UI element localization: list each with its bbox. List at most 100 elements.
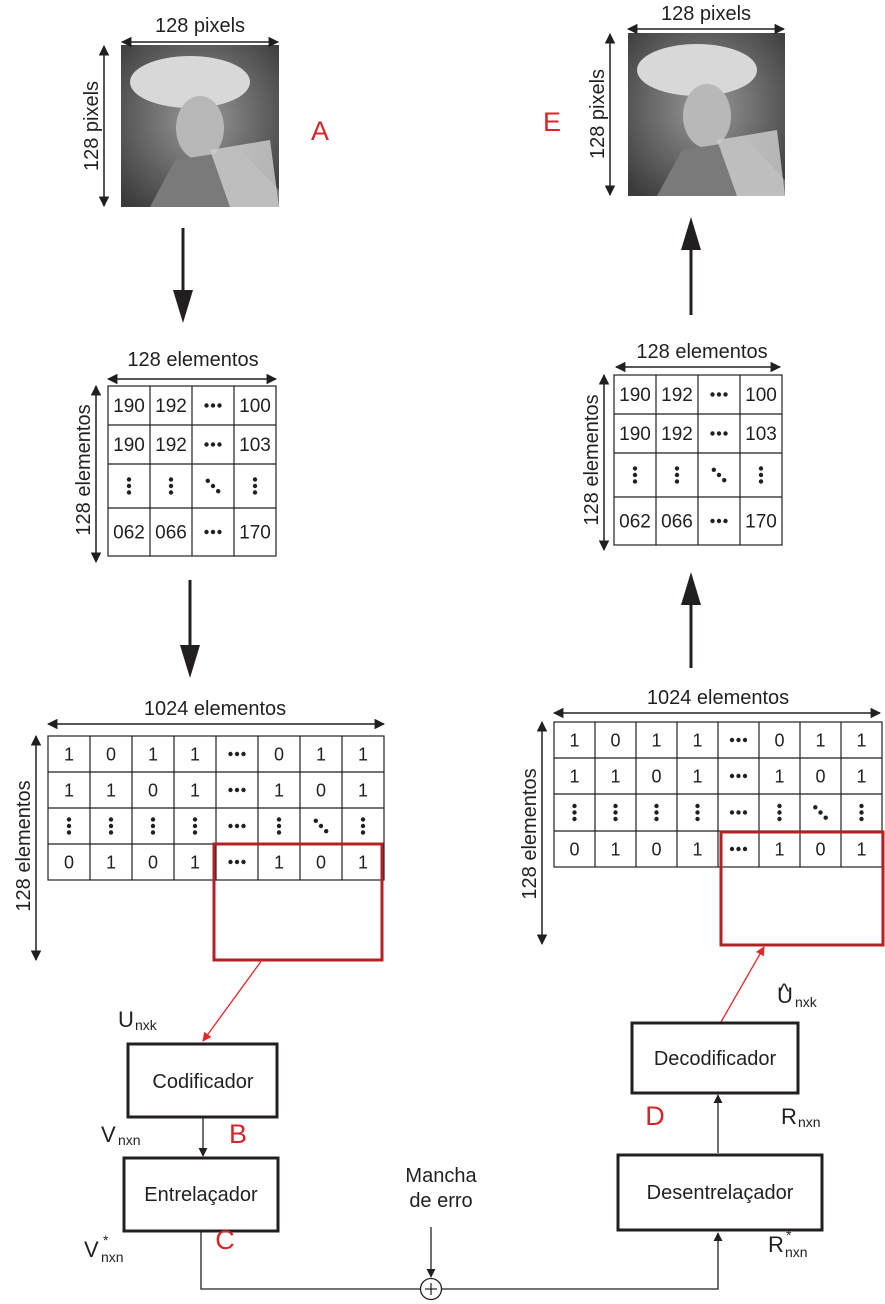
bit-left-cell-r3-c5: 1 — [274, 852, 284, 872]
red-arrow-left — [202, 959, 263, 1042]
channel-line-left — [200, 1231, 420, 1290]
svg-text:nxn: nxn — [798, 1114, 821, 1130]
bit-left-cell-r3-c4 — [228, 859, 246, 865]
pixel-left-cell-r2-c0 — [126, 477, 132, 495]
bit-right-cell-r3-c5: 1 — [774, 839, 784, 859]
label-c: C — [215, 1225, 235, 1255]
channel-line-right — [442, 1232, 723, 1290]
bit-right-cell-r0-c6: 1 — [815, 730, 825, 750]
pixel-right-cell-r2-c0 — [632, 466, 638, 484]
pixel-left-cell-r3-c2 — [204, 529, 222, 535]
svg-text:nxk: nxk — [135, 1017, 158, 1033]
bit-right-cell-r0-c5: 0 — [774, 730, 784, 750]
matrix-width-label-right: 128 elementos — [636, 341, 767, 363]
bit-right-cell-r1-c6: 0 — [815, 766, 825, 786]
bit-left-cell-r2-c1 — [108, 817, 114, 835]
bit-left-cell-r3-c7: 1 — [358, 852, 368, 872]
bit-left-cell-r2-c6 — [313, 818, 329, 834]
bit-left-cell-r1-c1: 1 — [106, 780, 116, 800]
bit-right-cell-r3-c1: 1 — [610, 839, 620, 859]
bit-left-cell-r3-c0: 0 — [64, 852, 74, 872]
pixel-left-cell-r1-c1: 192 — [155, 435, 187, 456]
bit-right-cell-r2-c6 — [813, 805, 828, 820]
symbol-r: R nxn — [781, 1104, 821, 1130]
bitmatrix-width-label-right: 1024 elementos — [647, 687, 789, 709]
bit-left-cell-r0-c1: 0 — [106, 744, 116, 764]
pixel-right-cell-r3-c0: 062 — [619, 512, 651, 533]
pixel-left-cell-r3-c0: 062 — [113, 523, 145, 544]
svg-text:nxn: nxn — [101, 1249, 124, 1265]
bit-left-cell-r1-c7: 1 — [358, 780, 368, 800]
pixel-right-cell-r0-c0: 190 — [619, 385, 651, 406]
bit-right-cell-r0-c3: 1 — [692, 730, 702, 750]
bit-right-cell-r3-c2: 0 — [651, 839, 661, 859]
highlight-box-left — [212, 842, 384, 962]
sum-node — [419, 1277, 443, 1301]
svg-text:nxn: nxn — [785, 1244, 808, 1260]
bit-left-cell-r2-c7 — [360, 817, 366, 835]
bit-right-cell-r3-c0: 0 — [569, 839, 579, 859]
pixel-right-cell-r1-c1: 192 — [661, 424, 693, 445]
bit-left-cell-r1-c6: 0 — [316, 780, 326, 800]
bit-left-cell-r3-c2: 0 — [148, 852, 158, 872]
bit-left-cell-r2-c0 — [66, 817, 72, 835]
bit-right-cell-r0-c7: 1 — [856, 730, 866, 750]
bit-left-cell-r1-c5: 1 — [274, 780, 284, 800]
bit-left-cell-r1-c0: 1 — [64, 780, 74, 800]
bitmatrix-height-label-left: 128 elementos — [13, 780, 35, 911]
red-arrow-right — [720, 946, 765, 1023]
desentrelacador-label: Desentrelaçador — [647, 1182, 794, 1204]
entrelacador-label: Entrelaçador — [144, 1184, 258, 1206]
bit-left-cell-r0-c5: 0 — [274, 744, 284, 764]
pixel-left-cell-r0-c2 — [204, 403, 222, 408]
mancha-label-1: Mancha — [405, 1165, 477, 1187]
bit-left-cell-r0-c2: 1 — [148, 744, 158, 764]
pixel-left-cell-r2-c2 — [205, 478, 221, 494]
bit-left-cell-r3-c3: 1 — [190, 852, 200, 872]
bit-left-cell-r0-c7: 1 — [358, 744, 368, 764]
photo-placeholder-left — [121, 45, 279, 207]
bit-right-cell-r1-c4 — [729, 773, 748, 779]
height-label-left: 128 pixels — [81, 81, 103, 171]
bitmatrix-width-label-left: 1024 elementos — [144, 698, 286, 720]
svg-text:^: ^ — [779, 979, 790, 1004]
arrow-up-2 — [681, 572, 701, 668]
decodificador-label: Decodificador — [654, 1048, 777, 1070]
svg-text:nxn: nxn — [118, 1132, 141, 1148]
pixel-right-cell-r1-c0: 190 — [619, 424, 651, 445]
symbol-v: V nxn — [101, 1122, 141, 1148]
bit-right-cell-r2-c1 — [613, 803, 618, 822]
pixel-left-cell-r1-c3: 103 — [239, 435, 271, 456]
pixel-right-cell-r2-c1 — [674, 466, 680, 484]
pixel-left-cell-r0-c3: 100 — [239, 396, 271, 417]
pixel-right-cell-r2-c2 — [711, 467, 727, 483]
matrix-height-label-right: 128 elementos — [581, 394, 603, 525]
pixel-right-cell-r3-c1: 066 — [661, 512, 693, 533]
symbol-u: U nxk — [118, 1007, 158, 1033]
bit-left-cell-r2-c3 — [192, 817, 198, 835]
bit-left-cell-r3-c1: 1 — [106, 852, 116, 872]
bit-right-cell-r1-c7: 1 — [856, 766, 866, 786]
width-label-left: 128 pixels — [155, 15, 245, 37]
source-image-group: 128 pixels 128 pixels A — [81, 15, 329, 208]
pixel-left-cell-r1-c2 — [204, 442, 222, 447]
bit-right-cell-r0-c1: 0 — [610, 730, 620, 750]
pixel-left-cell-r0-c1: 192 — [155, 396, 187, 417]
svg-text:R: R — [768, 1232, 784, 1257]
bit-right-cell-r1-c2: 0 — [651, 766, 661, 786]
bit-right-cell-r3-c4 — [729, 846, 748, 852]
svg-text:V: V — [84, 1237, 99, 1262]
bit-right-cell-r1-c3: 1 — [692, 766, 702, 786]
svg-text:R: R — [781, 1104, 797, 1129]
pixel-right-cell-r1-c2 — [710, 431, 728, 436]
matrix-width-label-left: 128 elementos — [127, 349, 258, 371]
pixel-left-cell-r3-c1: 066 — [155, 523, 187, 544]
label-a: A — [311, 116, 329, 146]
codificador-block: Codificador — [126, 1042, 279, 1119]
bit-left-cell-r1-c2: 0 — [148, 780, 158, 800]
pixel-right-cell-r3-c3: 170 — [745, 512, 777, 533]
